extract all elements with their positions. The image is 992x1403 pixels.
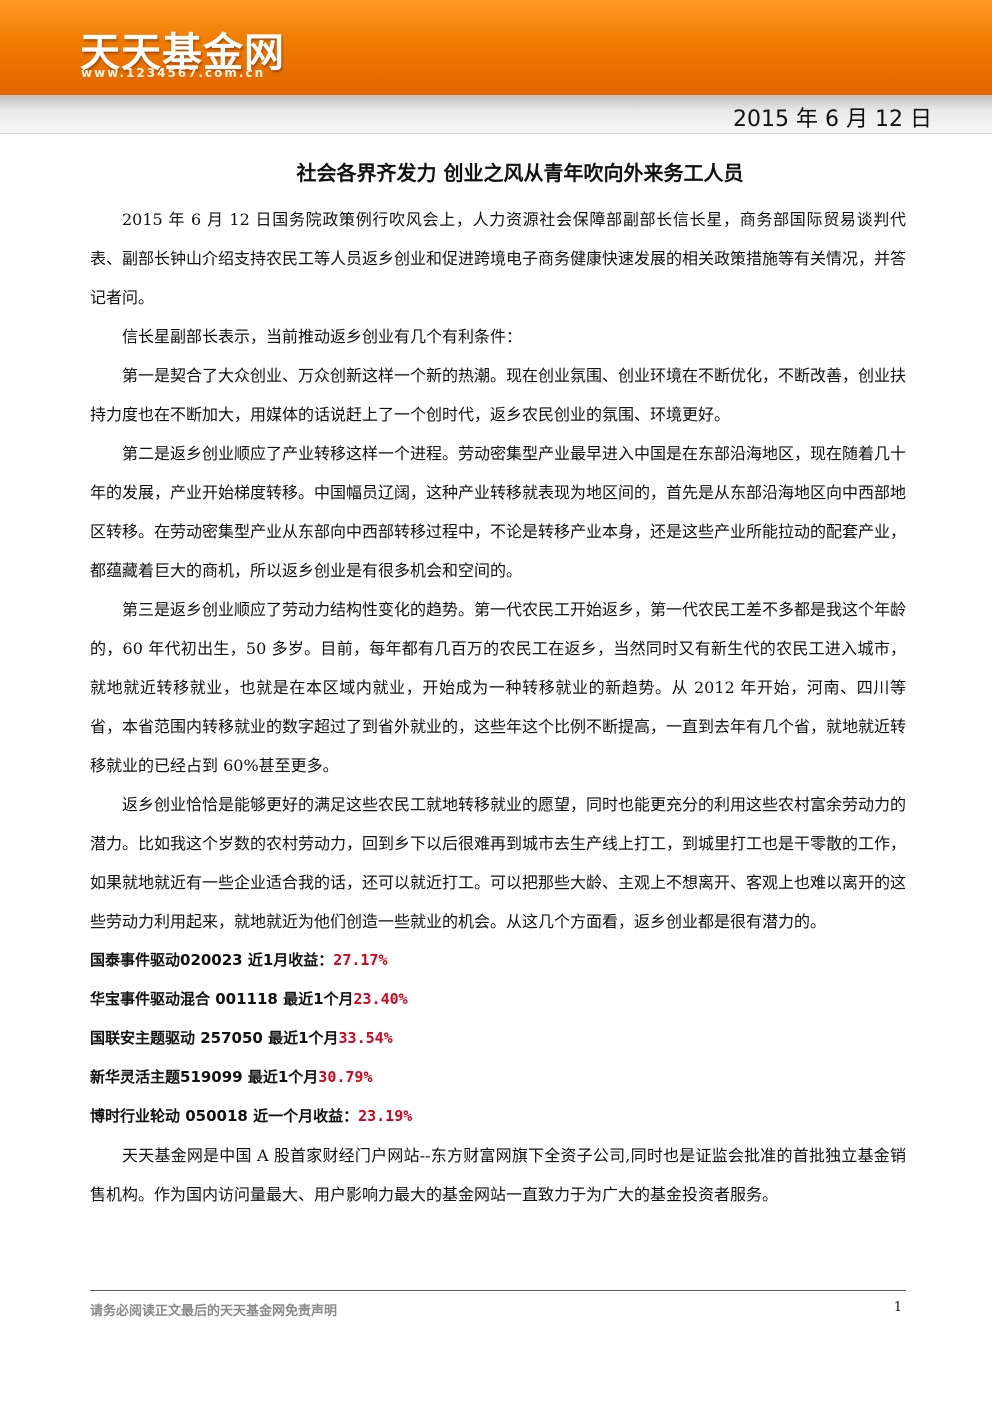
- fund-item: 国泰事件驱动020023 近1月收益：27.17%: [90, 941, 906, 980]
- footer-disclaimer: 请务必阅读正文最后的天天基金网免责声明: [90, 1304, 338, 1319]
- fund-item: 新华灵活主题519099 最近1个月30.79%: [90, 1058, 906, 1097]
- report-date: 2015 年 6 月 12 日: [733, 107, 932, 132]
- paragraph-first-point: 第一是契合了大众创业、万众创新这样一个新的热潮。现在创业氛围、创业环境在不断优化…: [90, 366, 907, 424]
- article-title: 社会各界齐发力 创业之风从青年吹向外来务工人员: [296, 161, 744, 185]
- fund-name: 华宝事件驱动混合 001118 最近1个月: [90, 990, 354, 1008]
- fund-return: 30.79%: [318, 1068, 373, 1086]
- paragraph-lead: 信长星副部长表示，当前推动返乡创业有几个有利条件：: [122, 327, 523, 346]
- fund-name: 国联安主题驱动 257050 最近1个月: [90, 1029, 339, 1047]
- fund-item: 国联安主题驱动 257050 最近1个月33.54%: [90, 1019, 906, 1058]
- footer-divider: [90, 1290, 906, 1291]
- site-url: www.1234567.com.cn: [81, 66, 266, 80]
- fund-name: 博时行业轮动 050018 近一个月收益：: [90, 1107, 359, 1125]
- fund-return: 33.54%: [338, 1029, 393, 1047]
- fund-item: 华宝事件驱动混合 001118 最近1个月23.40%: [90, 980, 906, 1019]
- fund-item: 博时行业轮动 050018 近一个月收益：23.19%: [90, 1097, 906, 1136]
- fund-name: 新华灵活主题519099 最近1个月: [90, 1068, 319, 1086]
- date-bar: 2015 年 6 月 12 日: [0, 95, 992, 134]
- page-number: 1: [893, 1300, 902, 1315]
- paragraph-intro: 2015 年 6 月 12 日国务院政策例行吹风会上，人力资源社会保障部副部长信…: [90, 210, 907, 307]
- paragraph-summary: 返乡创业恰恰是能够更好的满足这些农民工就地转移就业的愿望，同时也能更充分的利用这…: [90, 795, 907, 931]
- fund-return: 23.40%: [353, 990, 408, 1008]
- fund-return: 27.17%: [333, 951, 388, 969]
- article-body: 2015 年 6 月 12 日国务院政策例行吹风会上，人力资源社会保障部副部长信…: [90, 200, 906, 1214]
- fund-name: 国泰事件驱动020023 近1月收益：: [90, 951, 334, 969]
- paragraph-second-point: 第二是返乡创业顺应了产业转移这样一个进程。劳动密集型产业最早进入中国是在东部沿海…: [90, 444, 907, 580]
- site-logo: 天天基金网: [80, 30, 285, 76]
- fund-return: 23.19%: [358, 1107, 413, 1125]
- paragraph-closing: 天天基金网是中国 A 股首家财经门户网站--东方财富网旗下全资子公司,同时也是证…: [90, 1146, 906, 1204]
- header-banner: 天天基金网 www.1234567.com.cn: [0, 0, 992, 95]
- paragraph-third-point: 第三是返乡创业顺应了劳动力结构性变化的趋势。第一代农民工开始返乡，第一代农民工差…: [90, 600, 907, 775]
